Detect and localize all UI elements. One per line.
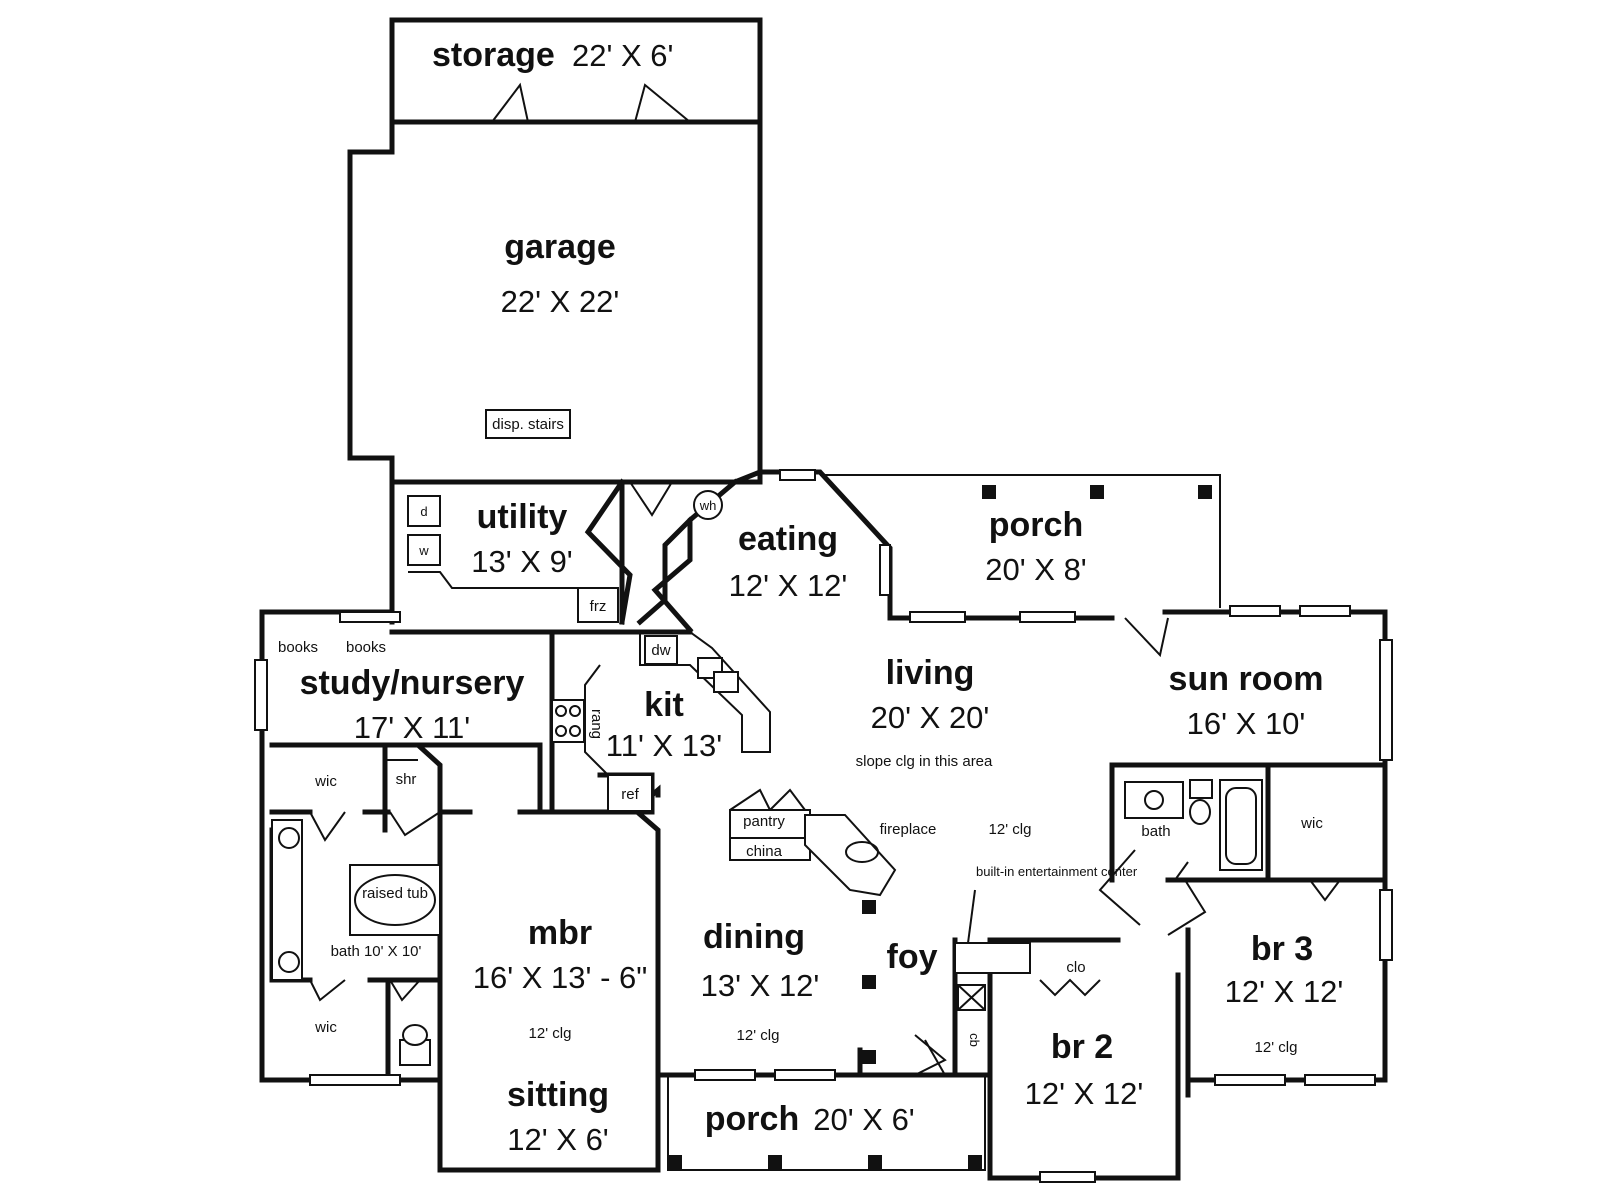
freezer [577,587,619,623]
utility-label: utility [477,498,568,536]
rear-porch-label: porch [989,506,1083,544]
master-bath-label: bath 10' X 10' [331,943,422,960]
refrigerator [607,774,653,812]
br3-label: br 3 [1251,930,1313,968]
br3-dim: 12' X 12' [1225,974,1344,1009]
utility-dim: 13' X 9' [471,544,572,579]
kitchen-dim: 11' X 13' [606,728,722,763]
garage-dim: 22' X 22' [501,284,620,319]
wic-br3-label: wic [1300,815,1323,832]
labels: storage 22' X 6' garage 22' X 22' disp. … [278,36,1343,1157]
dryer-label: d [420,504,427,519]
sunroom-dim: 16' X 10' [1187,706,1306,741]
water-heater [693,490,723,520]
pantry-label: pantry [743,813,785,830]
closet-label: clo [1066,959,1085,976]
mbr-clg-label: 12' clg [529,1025,572,1042]
dishwasher-label: dw [651,642,670,659]
living-label: living [886,654,975,692]
storage-label: storage [432,36,555,74]
kitchen-label: kit [644,686,684,724]
range-label: rang [588,709,605,739]
porch-posts [668,485,1212,1169]
raised-tub [354,874,436,926]
entertainment-label: built-in entertainment center [976,864,1138,879]
mbr-dim: 16' X 13' - 6" [473,960,648,995]
wic-upper-label: wic [314,773,337,790]
mbr-label: mbr [528,914,592,952]
living-dim: 20' X 20' [871,700,990,735]
living-note: slope clg in this area [856,753,993,770]
washer [407,534,441,566]
books-left-label: books [278,639,318,656]
garage-label: garage [504,228,616,266]
dryer [407,495,441,527]
dining-label: dining [703,918,805,956]
study-dim: 17' X 11' [354,710,470,745]
sitting-label: sitting [507,1076,609,1114]
br3-clg-label: 12' clg [1255,1039,1298,1056]
cb-label: cb [967,1033,982,1047]
disposal-stairs-box [485,409,571,439]
toilet-tank [1189,779,1213,799]
rear-porch-dim: 20' X 8' [985,552,1086,587]
fixtures [271,409,1263,1066]
freezer-label: frz [590,598,607,615]
vanity [271,819,303,981]
disp-stairs-label: disp. stairs [492,416,564,433]
storage-dim: 22' X 6' [572,38,673,73]
washer-label: w [418,543,429,558]
books-right-label: books [346,639,386,656]
refrigerator-label: ref [621,786,639,803]
dining-dim: 13' X 12' [701,968,820,1003]
front-porch-label: porch [705,1100,799,1138]
br2-dim: 12' X 12' [1025,1076,1144,1111]
dining-clg-label: 12' clg [737,1027,780,1044]
range [551,699,585,743]
water-heater-label: wh [699,498,717,513]
shower-label: shr [396,771,417,788]
study-label: study/nursery [300,664,525,702]
eating-dim: 12' X 12' [729,568,848,603]
sitting-dim: 12' X 6' [507,1122,608,1157]
raised-tub-label: raised tub [362,885,428,902]
foyer-label: foy [887,938,938,976]
dishwasher [644,635,678,665]
entertainment-center [954,942,1031,974]
bath-label: bath [1141,823,1170,840]
china-label: china [746,843,783,860]
living-clg-label: 12' clg [989,821,1032,838]
wic-lower-label: wic [314,1019,337,1036]
doors [309,82,1341,1076]
front-porch-dim: 20' X 6' [813,1102,914,1137]
fireplace-hearth [804,814,897,897]
sunroom-label: sun room [1169,660,1324,698]
br2-label: br 2 [1051,1028,1113,1066]
eating-label: eating [738,520,838,558]
windows [254,469,1393,1183]
bath-sink [1124,781,1184,819]
fireplace-label: fireplace [880,821,937,838]
